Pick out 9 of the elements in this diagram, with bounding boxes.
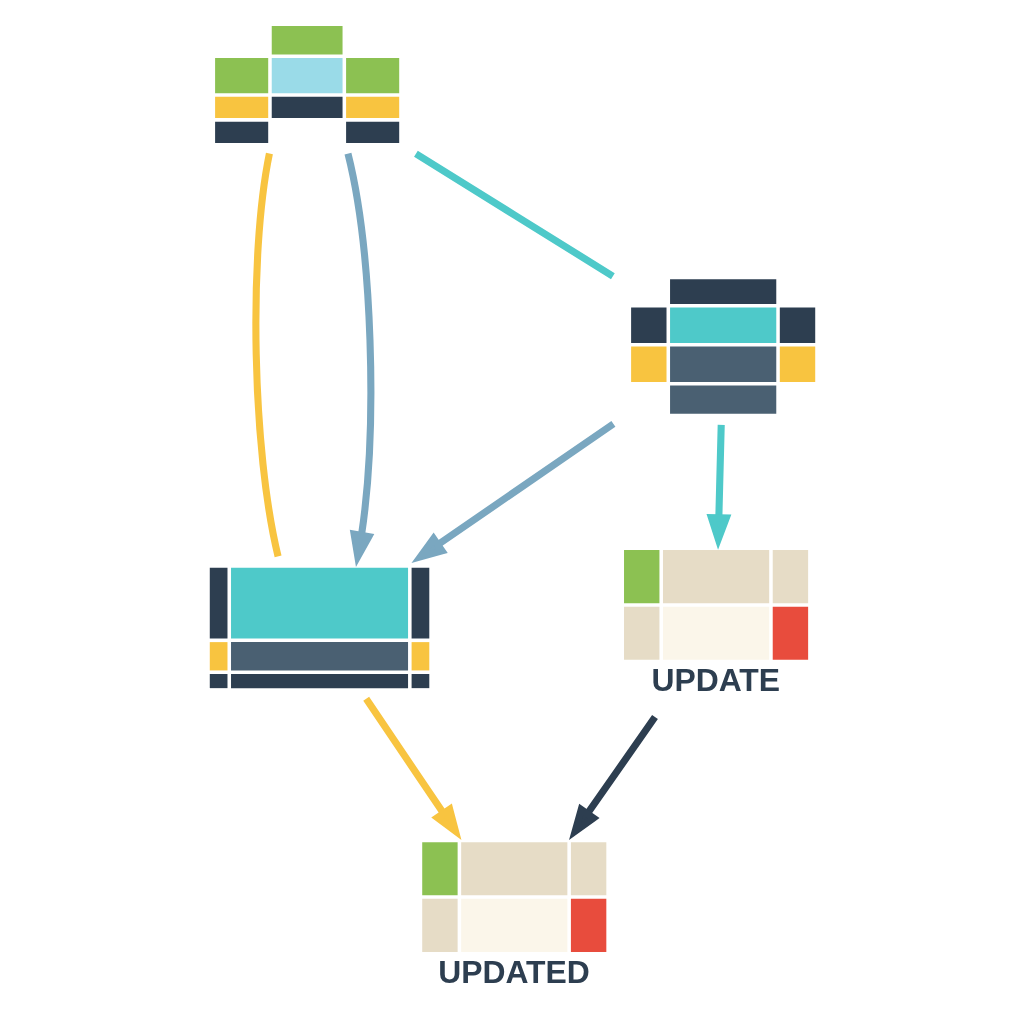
arrow	[344, 152, 374, 567]
arrow	[706, 424, 731, 550]
connector	[413, 150, 615, 280]
arrow	[410, 420, 615, 563]
arrow	[362, 696, 461, 840]
connector	[251, 152, 282, 558]
node-label: UPDATED	[437, 953, 590, 990]
arrow	[568, 715, 658, 840]
node-label: UPDATE	[650, 661, 780, 698]
